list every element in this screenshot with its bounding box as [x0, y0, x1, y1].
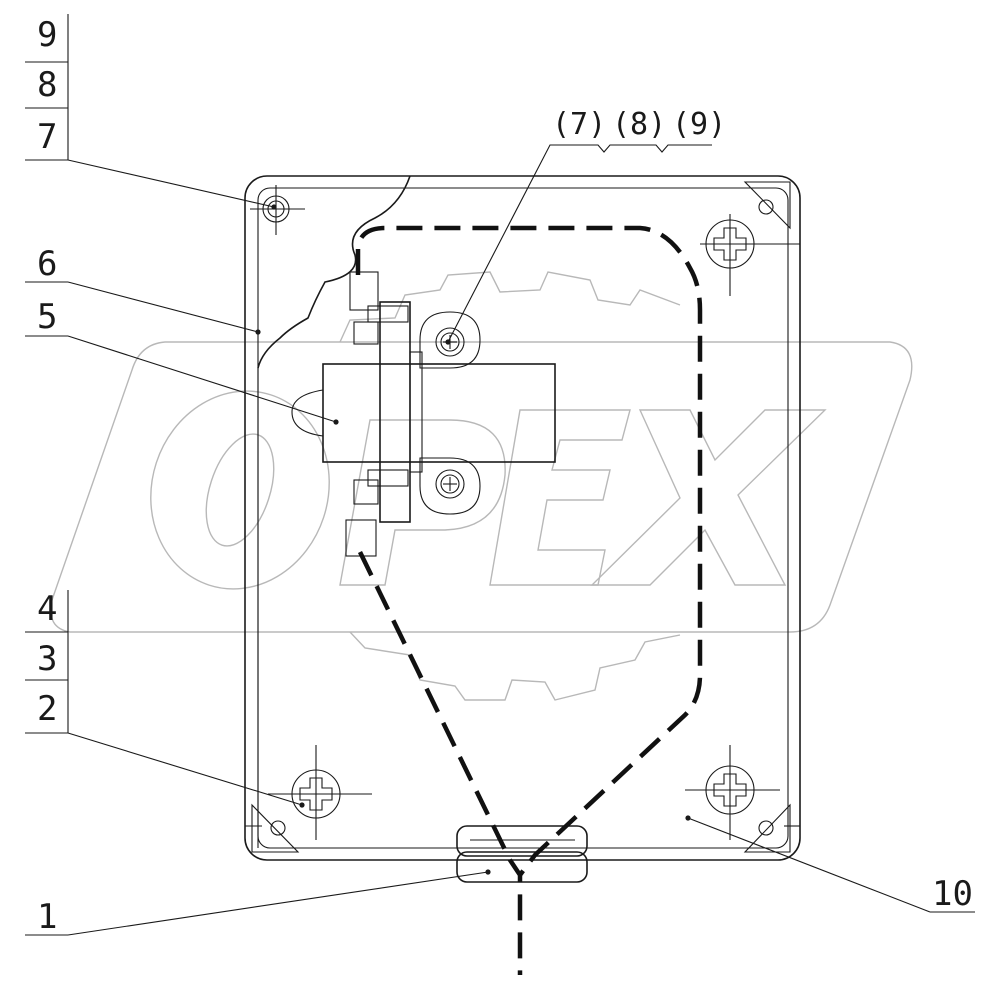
screw-bottom-left: [268, 745, 372, 840]
corner-notch-bottom-left: [251, 803, 300, 853]
screw-top-right: [700, 214, 800, 296]
label-8-ref: (8): [612, 107, 666, 142]
screw-bottom-right: [685, 745, 780, 840]
mount-boss-lower: [419, 457, 481, 515]
label-7: 7: [37, 117, 57, 157]
corner-notch-bottom-right: [743, 803, 791, 853]
label-9: 9: [37, 15, 57, 55]
label-9-ref: (9): [672, 107, 726, 142]
label-6: 6: [37, 244, 57, 284]
label-2: 2: [37, 689, 57, 729]
label-4: 4: [37, 589, 57, 629]
mount-boss-upper: [419, 311, 481, 369]
limit-switch-body: [291, 271, 556, 557]
enclosure-outer: [244, 175, 801, 861]
break-line: [257, 175, 411, 369]
label-3: 3: [37, 639, 57, 679]
screw-top-left: [250, 185, 305, 235]
label-8: 8: [37, 65, 57, 105]
cable-route: [355, 225, 703, 877]
label-10: 10: [932, 874, 973, 914]
watermark-logo: [50, 271, 913, 701]
cable-route-left: [357, 551, 523, 975]
label-7-ref: (7): [552, 107, 606, 142]
enclosure-inner: [257, 187, 789, 849]
corner-notch-top-right: [743, 181, 791, 230]
label-1: 1: [37, 897, 57, 937]
label-5: 5: [37, 297, 57, 337]
